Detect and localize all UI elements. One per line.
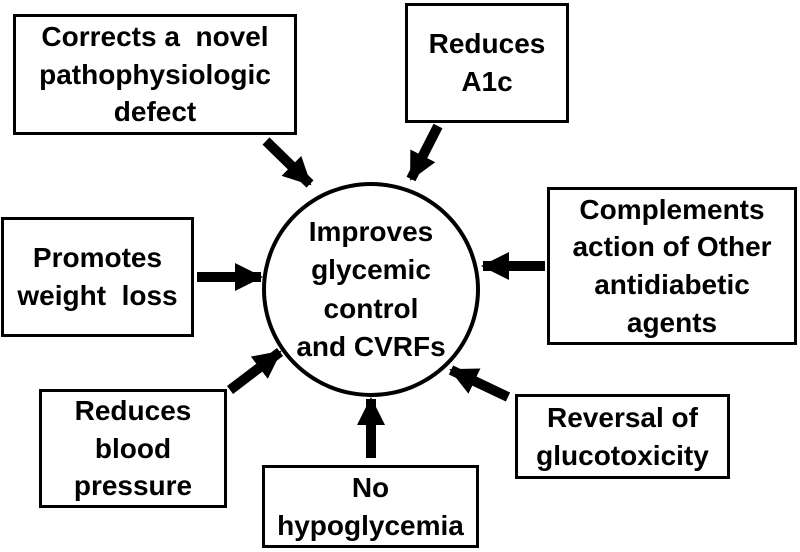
center-node-label: Improves glycemic control and CVRFs (296, 216, 446, 362)
node-reduces-a1c: Reduces A1c (405, 3, 569, 123)
node-label: No hypoglycemia (277, 471, 464, 541)
node-label: Reversal of glucotoxicity (536, 401, 709, 471)
node-reduces-blood-pressure: Reduces blood pressure (39, 389, 227, 508)
arrow-reduces-a1c (406, 123, 443, 182)
node-label: Reduces A1c (428, 28, 546, 97)
node-label: Corrects a novel pathophysiologic defect (39, 21, 271, 128)
node-label: Complements action of Other antidiabetic… (572, 193, 772, 338)
arrow-reversal-glucotoxicity (448, 365, 511, 402)
node-promotes-weight-loss: Promotes weight loss (1, 217, 194, 337)
node-reversal-glucotoxicity: Reversal of glucotoxicity (515, 394, 730, 479)
arrow-reduces-blood-pressure (226, 348, 284, 394)
node-complements-agents: Complements action of Other antidiabetic… (547, 187, 797, 345)
center-node-improves-glycemic-control: Improves glycemic control and CVRFs (262, 182, 480, 397)
arrow-corrects-defect (262, 137, 314, 188)
node-label: Promotes weight loss (17, 242, 178, 311)
node-no-hypoglycemia: No hypoglycemia (262, 465, 479, 548)
node-corrects-defect: Corrects a novel pathophysiologic defect (13, 14, 297, 135)
node-label: Reduces blood pressure (73, 395, 193, 502)
